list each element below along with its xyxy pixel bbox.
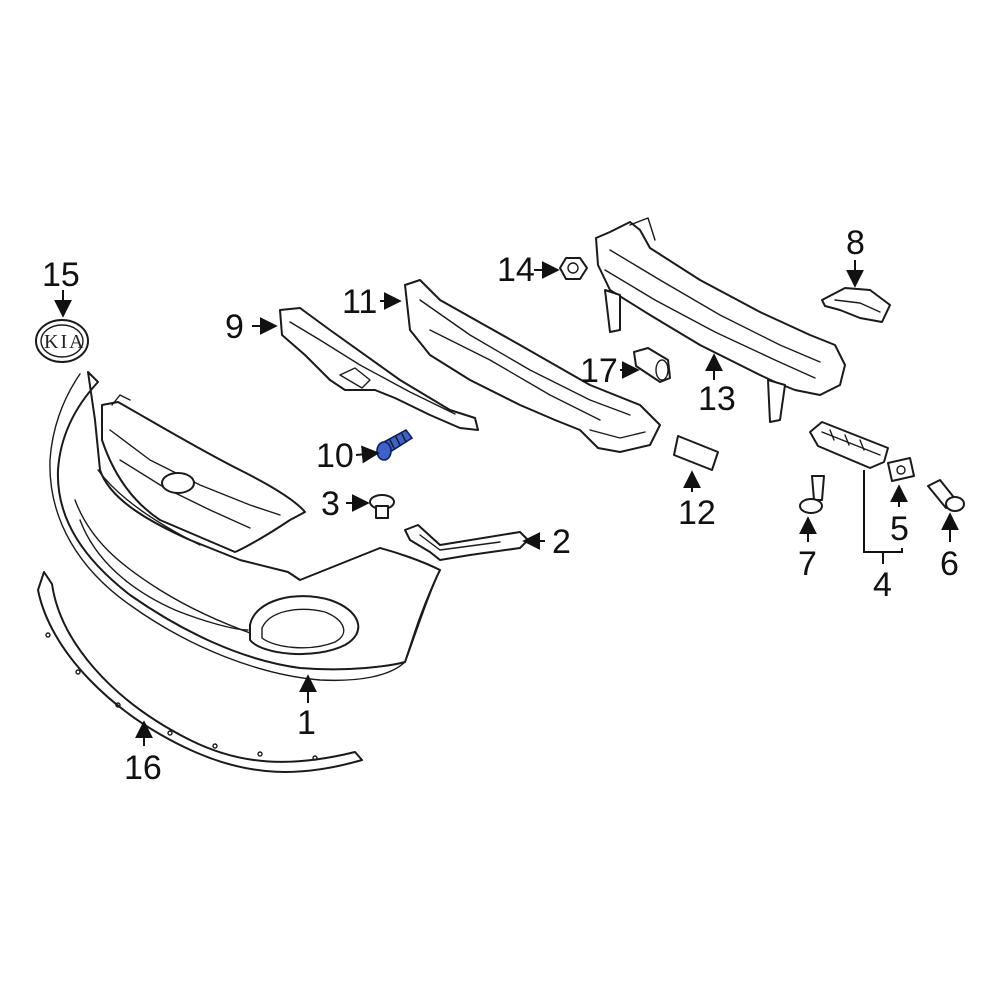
part-11-absorber bbox=[404, 279, 661, 453]
part-2-side-bracket bbox=[404, 524, 529, 561]
callout-7: 7 bbox=[798, 545, 817, 583]
callout-3: 3 bbox=[321, 485, 340, 523]
callout-10: 10 bbox=[316, 437, 354, 475]
part-4-bracket bbox=[809, 421, 889, 469]
part-13-reinforcement bbox=[595, 217, 846, 423]
part-3-clip bbox=[369, 494, 395, 519]
part-10-bolt-highlighted bbox=[376, 428, 414, 461]
callout-17: 17 bbox=[580, 352, 618, 390]
callout-12: 12 bbox=[678, 494, 716, 532]
callout-11: 11 bbox=[342, 283, 377, 321]
part-17-holder bbox=[633, 347, 671, 383]
grille bbox=[101, 394, 306, 553]
callout-1: 1 bbox=[297, 704, 316, 742]
part-1-bumper-cover bbox=[49, 371, 441, 682]
callout-2: 2 bbox=[552, 523, 571, 561]
callouts: 15 9 11 14 8 17 13 10 3 2 12 7 5 6 4 1 1… bbox=[42, 224, 959, 787]
callout-15: 15 bbox=[42, 256, 80, 294]
callout-4: 4 bbox=[873, 566, 892, 604]
part-7-screw bbox=[799, 475, 825, 514]
leader-lines bbox=[54, 260, 959, 746]
callout-14: 14 bbox=[497, 251, 535, 289]
callout-8: 8 bbox=[846, 224, 865, 262]
part-5-gasket bbox=[887, 457, 915, 482]
emblem-logo-text: KIA bbox=[44, 331, 86, 353]
part-12-pad bbox=[673, 435, 719, 471]
callout-16: 16 bbox=[124, 749, 162, 787]
part-9-bracket bbox=[279, 307, 479, 431]
part-8-bracket bbox=[821, 287, 891, 323]
callout-9: 9 bbox=[225, 308, 244, 346]
part-6-bolt bbox=[927, 479, 965, 512]
callout-5: 5 bbox=[890, 510, 909, 548]
part-16-lower-lip bbox=[37, 571, 363, 773]
callout-13: 13 bbox=[698, 380, 736, 418]
callout-6: 6 bbox=[940, 545, 959, 583]
part-15-emblem: KIA bbox=[35, 319, 89, 363]
part-14-nut bbox=[559, 257, 588, 280]
